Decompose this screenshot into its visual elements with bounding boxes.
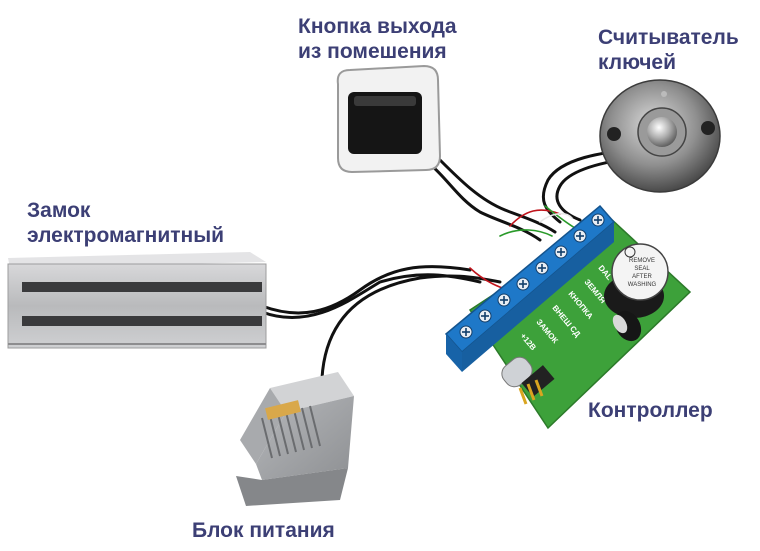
label-line: ключей xyxy=(598,51,677,74)
wire-button-2 xyxy=(438,158,557,234)
lock-body xyxy=(7,263,267,349)
buzzer-top xyxy=(611,243,669,301)
wire-green-2 xyxy=(544,205,576,229)
exit-button-device xyxy=(336,64,442,174)
psu-main xyxy=(256,396,354,480)
label-exit-button: Кнопка выхода из помешения xyxy=(298,14,457,64)
wire-white xyxy=(539,212,573,223)
label-lock: Замок электромагнитный xyxy=(27,198,224,248)
label-key-reader: Считыватель ключей xyxy=(598,25,739,75)
reader-screw-left xyxy=(607,127,621,141)
buzzer-text-line: SEAL xyxy=(634,266,650,272)
label-line: Считыватель xyxy=(598,26,739,49)
header-pins xyxy=(518,379,544,405)
psu-sticker xyxy=(265,400,301,420)
label-controller: Контроллер xyxy=(588,398,713,423)
capacitor xyxy=(612,310,642,342)
button-face xyxy=(348,92,422,154)
wire-button xyxy=(430,164,542,242)
key-reader-device xyxy=(599,79,721,193)
terminal-block-front xyxy=(462,222,614,372)
label-line: Контроллер xyxy=(588,399,713,422)
screw-slots xyxy=(462,216,602,336)
power-supply-device xyxy=(236,372,354,506)
label-power-supply: Блок питания xyxy=(192,518,335,543)
electromagnetic-lock xyxy=(7,252,267,349)
psu-vents xyxy=(261,405,321,459)
buzzer-text-line: REMOVE xyxy=(629,258,655,264)
label-line: из помешения xyxy=(298,40,447,63)
buzzer-plus xyxy=(624,246,636,258)
label-line: Кнопка выхода xyxy=(298,15,457,38)
buzzer-text: REMOVE SEAL AFTER WASHING xyxy=(628,258,657,288)
buzzer: REMOVE SEAL AFTER WASHING xyxy=(604,243,669,318)
lock-stripe-top xyxy=(22,282,262,292)
buzzer-text-line: WASHING xyxy=(628,282,657,288)
reader-screw-right xyxy=(701,121,715,135)
wire-lock xyxy=(260,265,472,315)
reader-led xyxy=(661,91,667,97)
controller-board: DAL ЗЕМЛЯ КНОПКА ВНЕШ СД ЗАМОК +12В ДВЕР… xyxy=(444,204,692,430)
wire-red-1 xyxy=(509,209,561,227)
terminal-block-side xyxy=(446,334,462,372)
button-shine xyxy=(354,96,416,106)
lock-stripe-bottom xyxy=(22,316,262,326)
wire-green-1 xyxy=(499,229,553,237)
wire-psu xyxy=(320,274,502,380)
label-line: Блок питания xyxy=(192,519,335,542)
buzzer-text-line: AFTER xyxy=(632,274,652,280)
psu-base xyxy=(236,468,348,506)
label-line: Замок xyxy=(27,199,91,222)
reader-probe xyxy=(647,117,677,147)
label-line: электромагнитный xyxy=(27,224,225,247)
